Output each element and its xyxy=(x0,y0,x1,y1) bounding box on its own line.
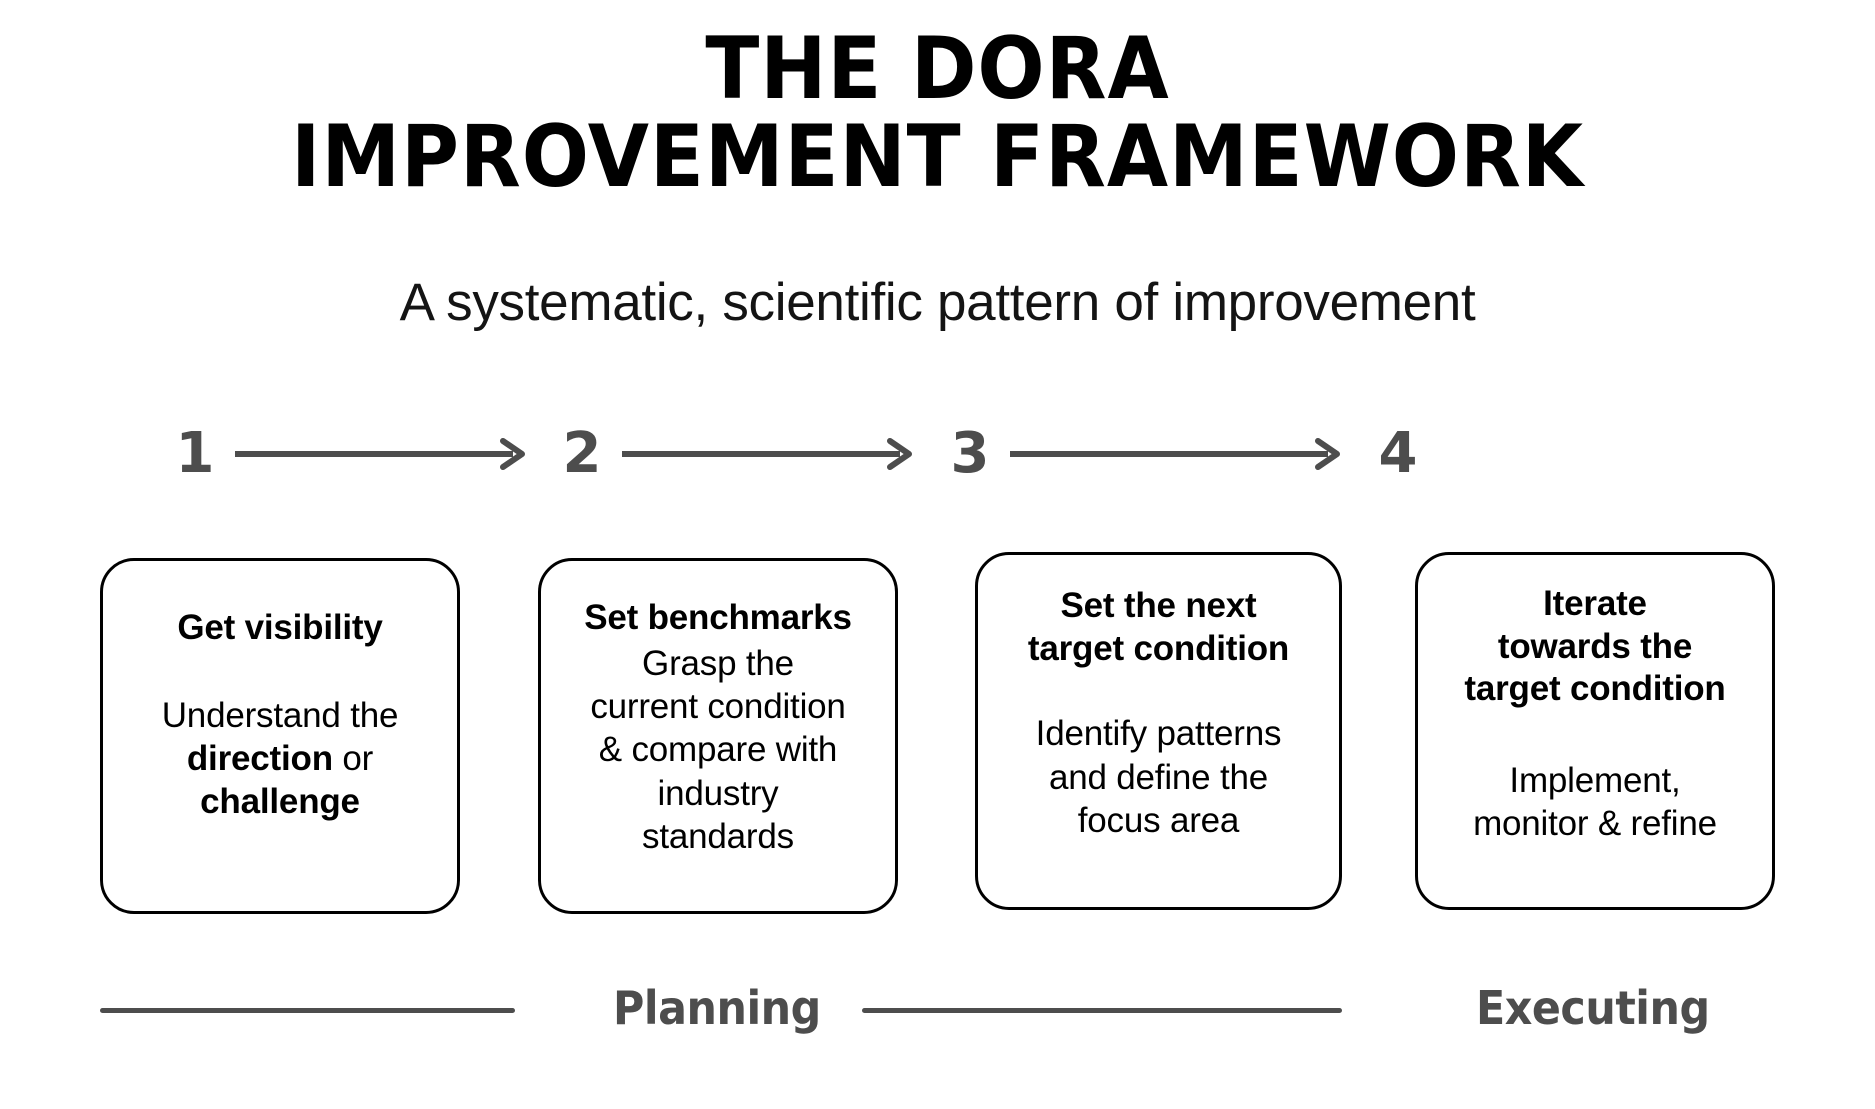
phase-label-planning: Planning xyxy=(613,981,821,1035)
card-body: Implement, monitor & refine xyxy=(1473,761,1717,844)
page-subtitle: A systematic, scientific pattern of impr… xyxy=(399,273,1476,332)
arrow-right-icon xyxy=(235,438,525,470)
card-title: Iterate towards the target condition xyxy=(1464,584,1726,709)
phase-label-executing: Executing xyxy=(1476,981,1710,1035)
arrow-right-icon xyxy=(622,438,912,470)
step-group-3: 3 xyxy=(950,418,1362,490)
page-title: THE DORA IMPROVEMENT FRAMEWORK xyxy=(75,19,1800,207)
page-title-line-1: THE DORA xyxy=(705,19,1170,119)
step-number-3: 3 xyxy=(950,421,990,486)
card-body-text-pre: Understand the xyxy=(161,695,399,735)
step-group-4: 4 xyxy=(1378,418,1418,490)
card-body-emphasis-direction: direction xyxy=(186,739,333,779)
framework-step-card-1[interactable]: Get visibility Understand the direction … xyxy=(100,558,460,914)
page-title-line-2: IMPROVEMENT FRAMEWORK xyxy=(290,106,1585,207)
framework-step-card-3[interactable]: Set the next target condition Identify p… xyxy=(975,552,1342,910)
card-body-text-mid: or xyxy=(342,739,374,779)
card-body: Understand the direction or challenge xyxy=(162,694,399,824)
step-group-1: 1 xyxy=(175,418,547,490)
step-sequence: 1 2 3 4 xyxy=(100,418,1775,490)
card-body-emphasis-challenge: challenge xyxy=(200,782,360,822)
card-title: Get visibility xyxy=(177,608,383,647)
phase-divider-line-right xyxy=(862,1008,1342,1013)
phase-bracket-row: Planning Executing xyxy=(0,975,1875,1045)
step-number-1: 1 xyxy=(175,421,215,486)
step-number-4: 4 xyxy=(1378,421,1418,486)
card-body: Identify patterns and define the focus a… xyxy=(1035,714,1282,841)
step-group-2: 2 xyxy=(562,418,934,490)
arrow-right-icon xyxy=(1010,438,1340,470)
step-number-2: 2 xyxy=(562,421,602,486)
phase-divider-line-left xyxy=(100,1008,515,1013)
card-title: Set the next target condition xyxy=(1027,586,1290,668)
card-body: Grasp the current condition & compare wi… xyxy=(590,643,846,857)
framework-step-card-4[interactable]: Iterate towards the target condition Imp… xyxy=(1415,552,1775,910)
framework-step-card-2[interactable]: Set benchmarks Grasp the current conditi… xyxy=(538,558,898,914)
card-title: Set benchmarks xyxy=(584,598,852,637)
